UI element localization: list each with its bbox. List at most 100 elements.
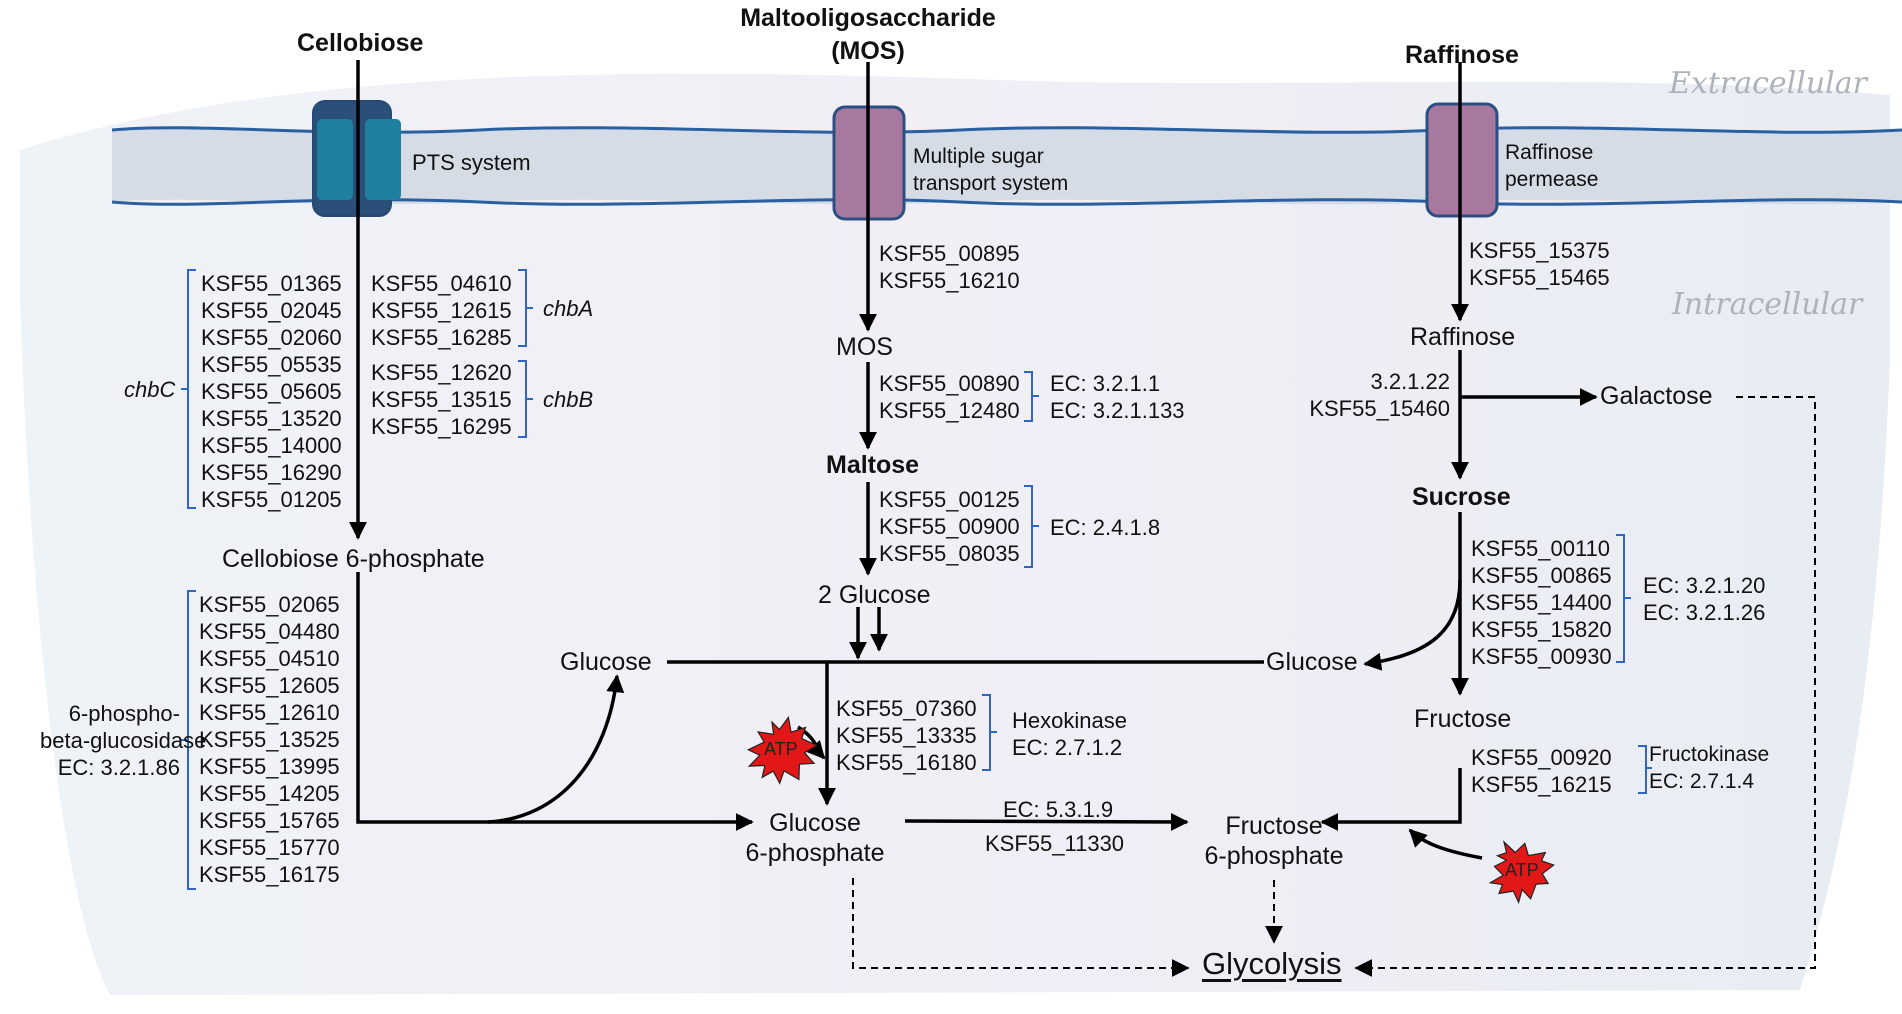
chbB-gene-list: KSF55_12620 KSF55_13515 KSF55_16295 — [371, 359, 512, 440]
raffinose-intermediate: Raffinose — [1410, 323, 1516, 351]
gene-id: KSF55_16290 — [201, 460, 342, 485]
gene-id: KSF55_07360 — [836, 696, 977, 721]
hexokinase-bracket — [982, 694, 997, 771]
gene-id: KSF55_05605 — [201, 379, 342, 404]
transporter-line: permease — [1505, 168, 1599, 191]
cellobiose-title: Cellobiose — [297, 29, 424, 57]
hexokinase-gene-list: KSF55_07360 KSF55_13335 KSF55_16180 — [836, 695, 977, 776]
gene-id: KSF55_16215 — [1471, 772, 1612, 797]
mos-transport-gene-list: KSF55_00895 KSF55_16210 — [879, 240, 1020, 294]
gene-id: KSF55_02065 — [199, 592, 340, 617]
ec-number: EC: 3.2.1.133 — [1050, 398, 1185, 423]
gene-id: KSF55_00125 — [879, 487, 1020, 512]
fructose-label: Fructose — [1414, 705, 1512, 733]
gene-id: KSF55_12480 — [879, 398, 1020, 423]
atp-to-fructokinase-arrow — [1408, 828, 1483, 860]
mos-title: Maltooligosaccharide (MOS) — [698, 2, 1038, 68]
gene-id: KSF55_15765 — [199, 808, 340, 833]
galactose-to-glycolysis-arrow — [1354, 396, 1816, 977]
chbC-label: chbC — [124, 377, 176, 402]
ec-number: EC: 3.2.1.20 — [1643, 573, 1766, 598]
mos-intermediate: MOS — [836, 333, 893, 361]
sucrose-label: Sucrose — [1412, 483, 1511, 511]
pts-system-label: PTS system — [412, 150, 531, 175]
atp-label-fructokinase: ATP — [1505, 860, 1539, 880]
gene-id: KSF55_00110 — [1471, 536, 1611, 561]
fructokinase-bracket — [1638, 745, 1652, 794]
gene-id: KSF55_15465 — [1469, 265, 1610, 290]
enzyme-name-line: 6-phospho- — [68, 701, 180, 726]
raffinose-permease-label: Raffinose permease — [1505, 139, 1598, 193]
glucosidase-gene-list: KSF55_02065 KSF55_04480 KSF55_04510 KSF5… — [199, 591, 340, 888]
cellobiose6p-to-g6p-arrow — [356, 572, 754, 831]
cellobiose6p-to-glucose-arrow — [487, 674, 625, 824]
two-glucose-label: 2 Glucose — [818, 581, 931, 609]
maltose-gene-list: KSF55_00125 KSF55_00900 KSF55_08035 — [879, 486, 1020, 567]
gene-id: KSF55_15820 — [1471, 617, 1612, 642]
gene-id: KSF55_16210 — [879, 268, 1020, 293]
gene-id: KSF55_00920 — [1471, 745, 1612, 770]
f6p-line: Fructose — [1225, 812, 1323, 840]
fructokinase-gene-list: KSF55_00920 KSF55_16215 — [1471, 744, 1612, 798]
enzyme-ec-line: EC: 3.2.1.86 — [57, 755, 180, 780]
enzyme-name-line: beta-glucosidase — [40, 728, 207, 753]
glucosidase-enzyme-label: 6-phospho- beta-glucosidase EC: 3.2.1.86 — [40, 700, 207, 781]
gene-id: KSF55_00890 — [879, 371, 1020, 396]
gene-id: KSF55_13525 — [199, 727, 340, 752]
fructokinase-label: Fructokinase EC: 2.7.1.4 — [1649, 741, 1769, 795]
gene-id: KSF55_12620 — [371, 360, 512, 385]
gene-id: KSF55_13995 — [199, 754, 340, 779]
galactose-label: Galactose — [1600, 382, 1713, 410]
gene-id: KSF55_14000 — [201, 433, 342, 458]
chbA-gene-list: KSF55_04610 KSF55_12615 KSF55_16285 — [371, 270, 512, 351]
gene-id: KSF55_14205 — [199, 781, 340, 806]
pts-transporter-right — [365, 119, 401, 200]
cell-background — [20, 73, 1890, 996]
intracellular-label: Intracellular — [1672, 287, 1863, 322]
gene-id: KSF55_04510 — [199, 646, 340, 671]
gene-id: KSF55_13515 — [371, 387, 512, 412]
raffinose-transport-gene-list: KSF55_15375 KSF55_15465 — [1469, 237, 1610, 291]
glucosidase-bracket — [181, 590, 196, 890]
gene-id: KSF55_00930 — [1471, 644, 1612, 669]
gene-id: KSF55_13335 — [836, 723, 977, 748]
mos-ec-list: EC: 3.2.1.1 EC: 3.2.1.133 — [1050, 370, 1185, 424]
gene-id: KSF55_12615 — [371, 298, 512, 323]
gene-id: KSF55_12610 — [199, 700, 340, 725]
mos-title-line: Maltooligosaccharide — [740, 4, 996, 32]
multiple-sugar-transport-label: Multiple sugar transport system — [913, 143, 1068, 197]
chbB-label: chbB — [543, 387, 594, 412]
cellobiose-6-phosphate: Cellobiose 6-phosphate — [222, 545, 485, 573]
sucrose-gene-list: KSF55_00110 KSF55_00865 KSF55_14400 KSF5… — [1471, 535, 1612, 670]
g6p-to-f6p-arrow — [904, 812, 1189, 831]
transporter-line: transport system — [913, 172, 1069, 195]
glucose-right-label: Glucose — [1266, 648, 1358, 676]
gene-id: KSF55_16285 — [371, 325, 512, 350]
mos-gene-list: KSF55_00890 KSF55_12480 — [879, 370, 1020, 424]
maltose-ec: EC: 2.4.1.8 — [1050, 515, 1161, 540]
gene-id: KSF55_15460 — [1309, 396, 1450, 421]
atp-label-hexokinase: ATP — [764, 739, 798, 759]
gene-id: KSF55_01365 — [201, 271, 342, 296]
gene-id: KSF55_04480 — [199, 619, 340, 644]
fructose-to-f6p-arrow — [1320, 768, 1462, 831]
gene-id: KSF55_15375 — [1469, 238, 1610, 263]
gene-id: KSF55_00900 — [879, 514, 1020, 539]
sucrose-ec-bracket — [1616, 534, 1631, 663]
pts-transporter-left — [317, 119, 353, 200]
f6p-line: 6-phosphate — [1204, 842, 1344, 870]
ec-number: 3.2.1.22 — [1370, 369, 1450, 394]
maltose-label: Maltose — [826, 451, 920, 479]
sucrose-ec-list: EC: 3.2.1.20 EC: 3.2.1.26 — [1643, 572, 1765, 626]
chbA-bracket — [518, 269, 533, 347]
chbB-bracket — [518, 360, 533, 438]
gene-id: KSF55_02045 — [201, 298, 342, 323]
gene-id: KSF55_16180 — [836, 750, 977, 775]
transporter-line: Multiple sugar — [913, 145, 1044, 168]
ec-number: EC: 2.7.1.2 — [1012, 735, 1123, 760]
gene-id: KSF55_01205 — [201, 487, 342, 512]
fructose-6-phosphate-label: Fructose 6-phosphate — [1174, 811, 1374, 871]
mos-title-line: (MOS) — [831, 37, 905, 65]
chbA-label: chbA — [543, 296, 594, 321]
